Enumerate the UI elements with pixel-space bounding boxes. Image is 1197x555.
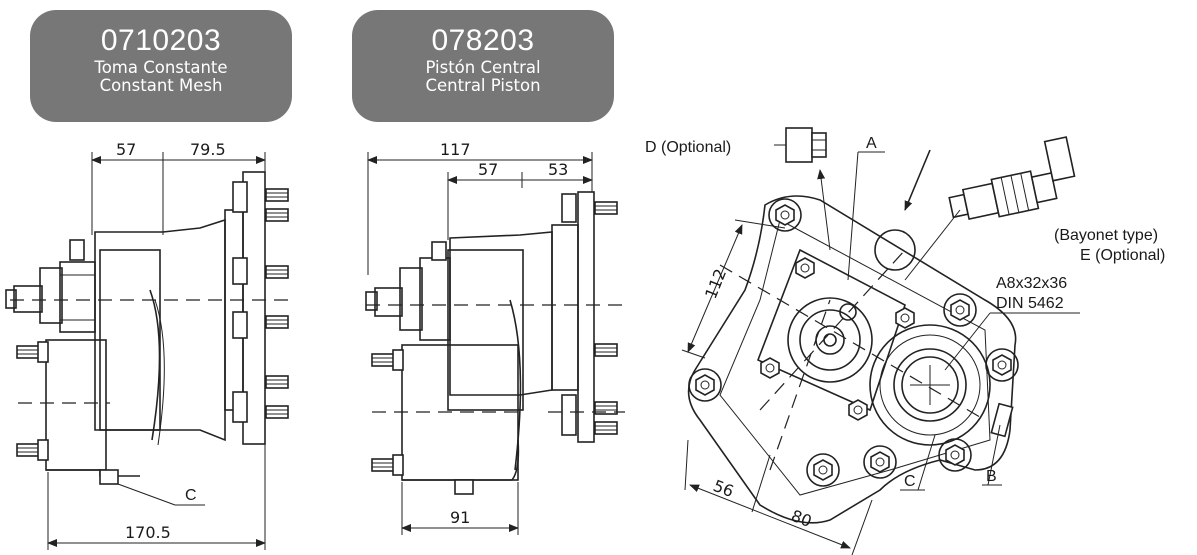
- part-code: 078203: [431, 24, 535, 57]
- dim-79-5: 79.5: [190, 140, 226, 159]
- label-a: A: [866, 135, 877, 152]
- dim-170-5: 170.5: [125, 523, 171, 542]
- part-code: 0710203: [100, 24, 222, 57]
- label-d-optional: D (Optional): [645, 139, 731, 156]
- dim-57: 57: [116, 140, 136, 159]
- dim-91: 91: [450, 508, 470, 527]
- badge-central-piston: 078203 Pistón Central Central Piston: [352, 10, 614, 122]
- label-bayonet-type: (Bayonet type): [1054, 227, 1158, 244]
- dim-57-mid: 57: [478, 160, 498, 179]
- dim-56: 56: [711, 476, 737, 501]
- front-view: D (Optional) A (Bayonet type) E (Optiona…: [645, 127, 1165, 555]
- label-e-optional: E (Optional): [1080, 247, 1165, 264]
- label-spline-spec: A8x32x36: [996, 275, 1067, 292]
- dim-112: 112: [701, 266, 730, 301]
- part-desc-es: Pistón Central: [425, 57, 541, 77]
- side-view-constant-mesh: 57 79.5: [5, 140, 295, 550]
- part-desc-en: Central Piston: [425, 76, 541, 96]
- part-desc-es: Toma Constante: [94, 57, 228, 77]
- dim-80: 80: [789, 506, 815, 531]
- dim-117: 117: [440, 140, 471, 159]
- dim-53: 53: [548, 160, 568, 179]
- part-desc-en: Constant Mesh: [99, 76, 223, 96]
- label-spline-standard: DIN 5462: [996, 295, 1064, 312]
- label-c-right: C: [904, 473, 916, 490]
- label-b: B: [986, 468, 997, 485]
- badge-constant-mesh: 0710203 Toma Constante Constant Mesh: [30, 10, 292, 122]
- label-c-left: C: [185, 487, 197, 504]
- side-view-central-piston: 117 57 53: [365, 140, 625, 535]
